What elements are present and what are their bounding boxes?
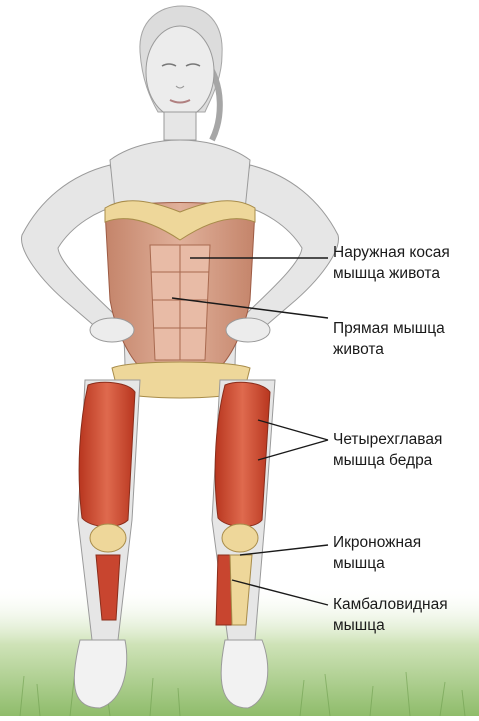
right-hand bbox=[226, 318, 270, 342]
label-soleus: Камбаловидная мышца bbox=[333, 594, 448, 636]
left-hand bbox=[90, 318, 134, 342]
right-quadriceps-muscle bbox=[215, 382, 270, 526]
label-soleus-line2: мышца bbox=[333, 615, 448, 636]
label-quadriceps-line1: Четырехглавая bbox=[333, 429, 442, 450]
label-quadriceps: Четырехглавая мышца бедра bbox=[333, 429, 442, 471]
left-arm bbox=[22, 165, 120, 335]
left-knee bbox=[90, 524, 126, 552]
label-quadriceps-line2: мышца бедра bbox=[333, 450, 442, 471]
left-quadriceps-muscle bbox=[79, 382, 135, 526]
label-rectus-abdominis-line1: Прямая мышца bbox=[333, 318, 445, 339]
right-knee bbox=[222, 524, 258, 552]
label-external-oblique: Наружная косая мышца живота bbox=[333, 242, 450, 284]
label-external-oblique-line1: Наружная косая bbox=[333, 242, 450, 263]
right-calf-muscle bbox=[216, 555, 232, 625]
right-arm bbox=[240, 165, 338, 335]
label-rectus-abdominis: Прямая мышца живота bbox=[333, 318, 445, 360]
label-gastrocnemius-line1: Икроножная bbox=[333, 532, 421, 553]
label-rectus-abdominis-line2: живота bbox=[333, 339, 445, 360]
label-gastrocnemius-line2: мышца bbox=[333, 553, 421, 574]
right-shoe bbox=[221, 640, 268, 708]
head bbox=[146, 26, 214, 118]
neck bbox=[164, 112, 196, 140]
label-external-oblique-line2: мышца живота bbox=[333, 263, 450, 284]
label-soleus-line1: Камбаловидная bbox=[333, 594, 448, 615]
label-gastrocnemius: Икроножная мышца bbox=[333, 532, 421, 574]
